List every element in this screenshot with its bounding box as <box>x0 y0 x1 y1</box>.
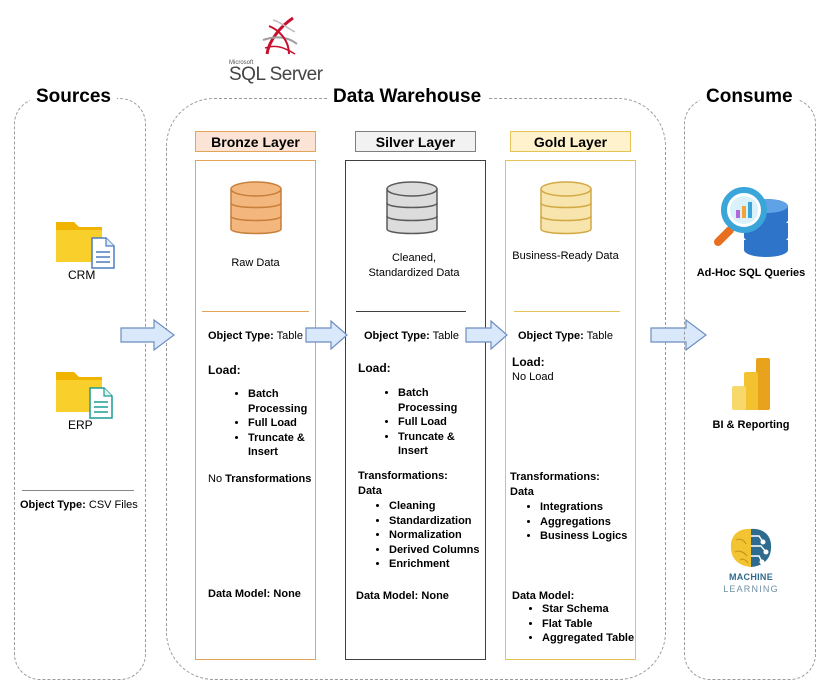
bronze-layer-header: Bronze Layer <box>195 131 316 152</box>
gold-description: Business-Ready Data <box>512 250 619 262</box>
silver-data-model: Data Model: None <box>356 590 449 602</box>
list-item: Derived Columns <box>389 543 489 558</box>
silver-transformations-subtitle: Data <box>358 485 382 497</box>
brain-icon <box>730 528 772 567</box>
list-item: Star Schema <box>542 602 642 617</box>
list-item: Flat Table <box>542 617 642 632</box>
bronze-transformations: No Transformations <box>208 473 311 485</box>
gold-database-icon <box>540 181 592 235</box>
gold-layer-header: Gold Layer <box>510 131 631 152</box>
logo-vendor: Microsoft <box>229 60 254 66</box>
bronze-description: Raw Data <box>231 257 280 269</box>
warehouse-title: Data Warehouse <box>327 86 488 108</box>
gold-object-type-label: Object Type: <box>518 330 584 342</box>
list-item: Full Load <box>248 416 318 431</box>
bronze-data-model: Data Model: None <box>208 588 301 600</box>
folder-spreadsheet-icon <box>56 372 113 419</box>
sources-divider <box>22 490 134 491</box>
bronze-load-title: Load: <box>208 363 241 377</box>
consume-title: Consume <box>700 86 799 108</box>
silver-load-title: Load: <box>358 361 391 375</box>
list-item: Full Load <box>398 415 468 430</box>
list-item: Cleaning <box>389 499 489 514</box>
gold-transformations-title: Transformations: <box>510 471 600 483</box>
sql-server-glyph-icon <box>262 16 298 55</box>
list-item: Batch Processing <box>248 387 318 416</box>
sources-object-type-value: CSV Files <box>88 499 138 511</box>
gold-transformations-list: Integrations Aggregations Business Logic… <box>540 500 640 544</box>
silver-transformations-title: Transformations: <box>358 470 448 482</box>
list-item: Truncate & Insert <box>398 430 468 459</box>
bronze-divider <box>202 311 309 312</box>
arrow-silver-to-gold <box>465 320 508 350</box>
sources-title: Sources <box>30 86 117 108</box>
silver-object-type: Object Type: Table <box>364 330 459 342</box>
silver-data-model-value: None <box>421 590 449 602</box>
erp-source: ERP <box>50 368 120 438</box>
silver-divider <box>356 311 466 312</box>
gold-load-title: Load: <box>512 355 545 369</box>
arrow-gold-to-consume <box>650 319 707 351</box>
sql-server-logo: Microsoft SQL Server <box>225 14 325 85</box>
gold-object-type-value: Table <box>586 330 613 342</box>
gold-load-value: No Load <box>512 371 554 383</box>
crm-label: CRM <box>68 268 96 282</box>
crm-source: CRM <box>50 218 120 288</box>
silver-layer-box: Cleaned, Standardized Data Object Type: … <box>345 160 486 660</box>
list-item: Standardization <box>389 514 489 529</box>
bronze-layer-box: Raw Data Object Type: Table Load: Batch … <box>195 160 316 660</box>
machine-learning-consumer: MACHINE LEARNING <box>716 526 786 602</box>
machine-learning-line1: MACHINE <box>728 572 774 582</box>
list-item: Aggregations <box>540 515 640 530</box>
adhoc-sql-label: Ad-Hoc SQL Queries <box>696 267 806 279</box>
silver-description: Cleaned, Standardized Data <box>368 252 460 279</box>
list-item: Enrichment <box>389 557 489 572</box>
adhoc-sql-consumer: Ad-Hoc SQL Queries <box>690 176 812 286</box>
sources-object-type-label: Object Type: <box>20 499 86 511</box>
arrow-sources-to-bronze <box>120 319 175 351</box>
list-item: Business Logics <box>540 529 640 544</box>
bronze-transformations-prefix: No <box>208 473 226 485</box>
gold-object-type: Object Type: Table <box>518 330 613 342</box>
arrow-bronze-to-silver <box>305 320 348 350</box>
list-item: Batch Processing <box>398 386 468 415</box>
sql-analytics-icon <box>714 187 788 257</box>
bronze-load-list: Batch Processing Full Load Truncate & In… <box>248 387 318 460</box>
list-item: Truncate & Insert <box>248 431 318 460</box>
bi-reporting-label: BI & Reporting <box>712 419 790 431</box>
bi-reporting-consumer: BI & Reporting <box>690 356 812 436</box>
power-bi-icon <box>732 358 770 410</box>
bronze-data-model-label: Data Model: <box>208 588 271 600</box>
gold-data-model-title: Data Model: <box>512 590 575 602</box>
sources-object-type: Object Type: CSV Files <box>20 499 138 511</box>
bronze-object-type-value: Table <box>276 330 303 342</box>
bronze-object-type-label: Object Type: <box>208 330 274 342</box>
list-item: Aggregated Table <box>542 631 642 646</box>
gold-divider <box>514 311 620 312</box>
bronze-object-type: Object Type: Table <box>208 330 303 342</box>
silver-database-icon <box>386 181 438 235</box>
logo-product: SQL Server <box>229 64 323 85</box>
machine-learning-line2: LEARNING <box>723 584 779 594</box>
silver-object-type-label: Object Type: <box>364 330 430 342</box>
silver-data-model-label: Data Model: <box>356 590 419 602</box>
folder-document-icon <box>56 222 115 269</box>
list-item: Normalization <box>389 528 489 543</box>
bronze-transformations-label: Transformations <box>225 473 312 485</box>
silver-object-type-value: Table <box>432 330 459 342</box>
silver-load-list: Batch Processing Full Load Truncate & In… <box>398 386 468 459</box>
silver-transformations-list: Cleaning Standardization Normalization D… <box>389 499 489 572</box>
bronze-database-icon <box>230 181 282 235</box>
gold-data-model-list: Star Schema Flat Table Aggregated Table <box>542 602 642 646</box>
gold-transformations-subtitle: Data <box>510 486 534 498</box>
erp-label: ERP <box>68 418 93 432</box>
gold-layer-box: Business-Ready Data Object Type: Table L… <box>505 160 636 660</box>
bronze-data-model-value: None <box>273 588 301 600</box>
silver-layer-header: Silver Layer <box>355 131 476 152</box>
list-item: Integrations <box>540 500 640 515</box>
